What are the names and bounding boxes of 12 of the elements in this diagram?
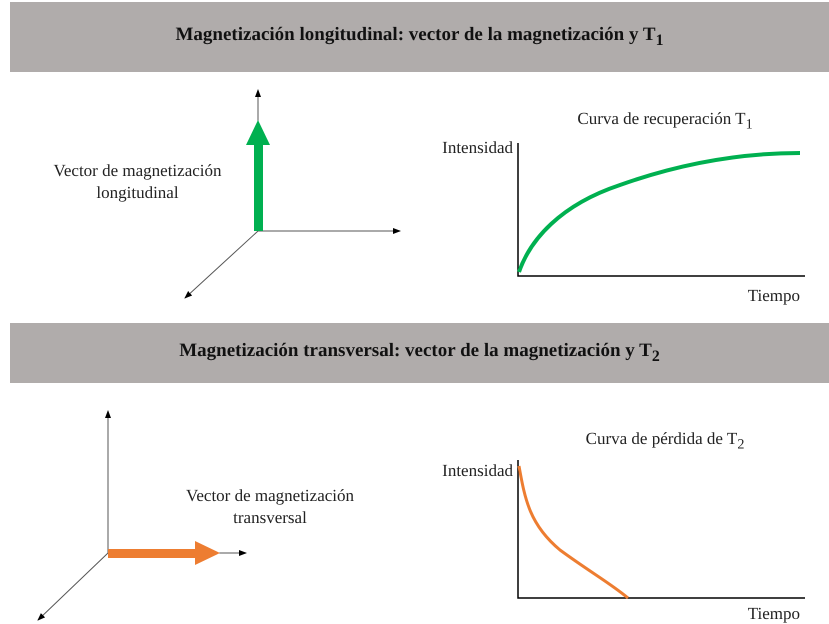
section-heading: Magnetización transversal: vector de la magnetización y T$_{2}$ bbox=[179, 340, 660, 366]
chart-title: Curva de pérdida de T$_{2}$ bbox=[584, 428, 746, 454]
chart-title: Curva de recuperación T$_{1}$ bbox=[576, 108, 754, 134]
axis-label: Tiempo bbox=[746, 285, 800, 307]
section-banner bbox=[10, 323, 829, 383]
vector-label: Vector de magnetización transversal bbox=[184, 485, 356, 529]
axis-label: Intensidad bbox=[441, 137, 513, 159]
section-banner bbox=[10, 2, 829, 72]
vector-label: Vector de magnetización longitudinal bbox=[52, 160, 223, 204]
section-heading: Magnetización longitudinal: vector de la magnetización y T$_{1}$ bbox=[176, 24, 664, 50]
axis-label: Tiempo bbox=[746, 603, 800, 624]
axis-label: Intensidad bbox=[441, 460, 513, 482]
